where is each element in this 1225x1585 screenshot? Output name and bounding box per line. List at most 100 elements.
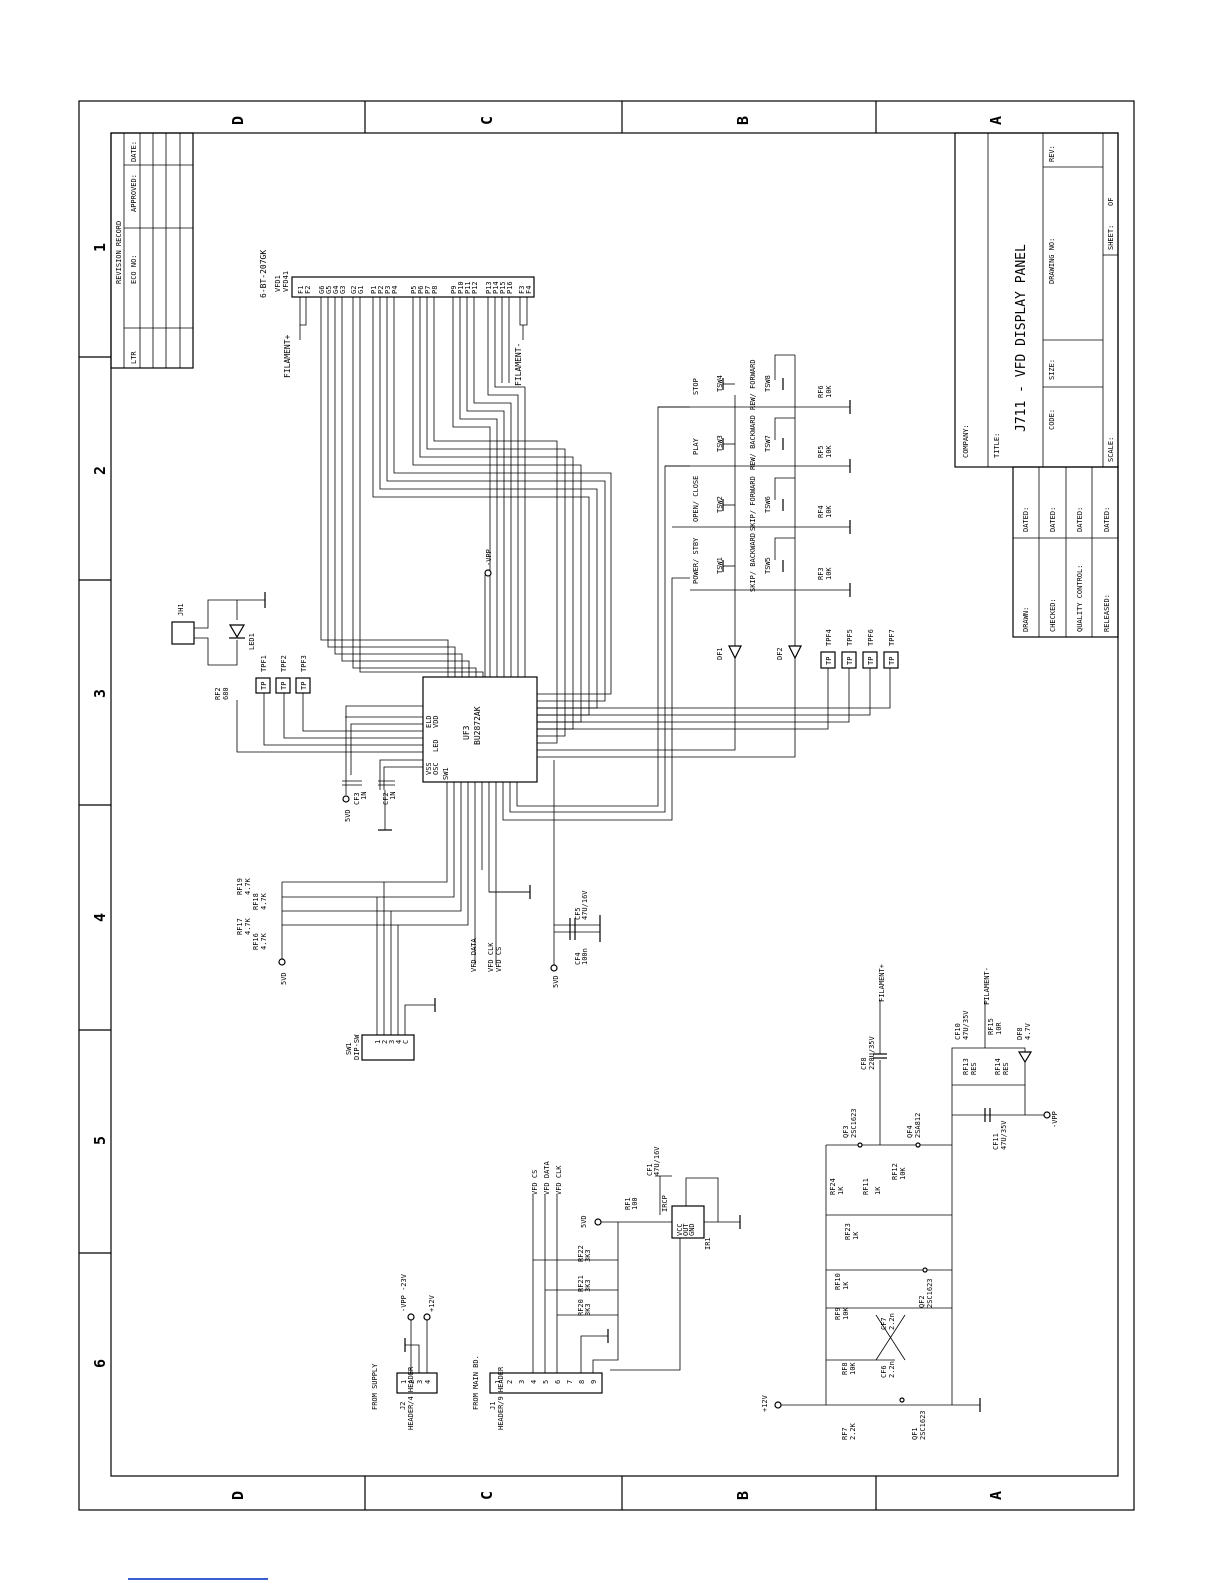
tp-right-1: TPF4	[825, 629, 833, 646]
tp-right-3: TPF6	[867, 629, 875, 646]
tb-dated-4: DATED:	[1103, 507, 1111, 532]
ic-ref: UF3	[462, 725, 471, 740]
j1-pin-5: 5	[542, 1380, 550, 1384]
grid-row-a-bottom: A	[987, 1491, 1005, 1500]
cf11-val: 47U/35V	[1000, 1120, 1008, 1150]
tp-right-3-tag: TP	[867, 657, 875, 665]
rf2-ref: RF2	[214, 687, 222, 700]
rf1-ref: RF1	[624, 1197, 632, 1210]
grid-row-d-top: D	[229, 116, 247, 125]
j1-pin-8: 8	[578, 1380, 586, 1384]
vfd-pin-p16: P16	[506, 281, 514, 294]
j2-label: FROM SUPPLY	[371, 1363, 379, 1410]
footer-link-underline[interactable]	[128, 1578, 268, 1580]
net-vfd-cs: VFD CS	[495, 947, 503, 972]
rf17-val: 4.7K	[244, 917, 252, 935]
vfd-ref2: VFD41	[282, 271, 290, 292]
j1-pin-7: 7	[566, 1380, 574, 1384]
tp-left-1-tag: TP	[260, 682, 268, 690]
grid-col-2: 2	[91, 466, 109, 475]
tp-left-3: TPF3	[300, 655, 308, 672]
grid-col-1: 1	[91, 243, 109, 252]
tp-left-2-tag: TP	[280, 682, 288, 690]
tsw3-label: PLAY	[692, 437, 700, 455]
testpoints-left: TP TPF1 TP TPF2 TP TPF3	[255, 655, 311, 694]
rf6-val: 10K	[825, 385, 833, 398]
net-j1-vfd-cs: VFD CS	[531, 1170, 539, 1195]
tb-rev: REV:	[1048, 145, 1056, 162]
j2-vpp: -VPP -23V	[400, 1273, 408, 1312]
rf8-ref: RF8	[841, 1362, 849, 1375]
vfd-pin-f3: F3	[518, 286, 526, 294]
rf18-ref: RF18	[252, 893, 260, 910]
ic-pin-led: LED	[432, 739, 440, 752]
vfd-pin-p8: P8	[431, 286, 439, 294]
tsw1-icon	[722, 560, 735, 572]
j2-part: HEADER/4 HEADER	[407, 1366, 415, 1430]
grid-row-d-bottom: D	[229, 1491, 247, 1500]
cf3-val: 1N	[360, 792, 368, 800]
df1-diode-icon	[728, 645, 742, 660]
cf3-ref: CF3	[353, 792, 361, 805]
rf5-val: 10K	[825, 445, 833, 458]
qf3-transistor-icon	[857, 1142, 863, 1148]
net-vfd-data: VFD DATA	[470, 937, 478, 972]
vfd-part: 6-BT-207GK	[259, 250, 268, 298]
j1-pin-1: 1	[494, 1380, 502, 1384]
qf4-ref: QF4	[906, 1125, 914, 1138]
inv-filament-plus: FILAMENT+	[878, 964, 886, 1002]
rf7-ref: RF7	[841, 1427, 849, 1440]
ic-pin-vdd: VDD	[432, 715, 440, 728]
ic-uf3: UF3 BU2872AK VDD LED OSC VSS ELD SW1 -VP…	[236, 406, 891, 965]
rf15-ref: RF15	[987, 1018, 995, 1035]
ir-5vd: 5VD	[580, 1215, 588, 1228]
inv-vpp: -VPP	[1051, 1111, 1059, 1128]
tb-qc: QUALITY CONTROL:	[1076, 565, 1084, 632]
vfd-pin-g2: G2	[350, 286, 358, 294]
rf1-val: 100	[631, 1197, 639, 1210]
grid-col-6: 6	[91, 1359, 109, 1368]
tb-of: OF	[1107, 198, 1115, 206]
rf3-val: 10K	[825, 567, 833, 580]
rf16-ref: RF16	[252, 933, 260, 950]
rf11-ref: RF11	[862, 1178, 870, 1195]
cf1-ref: CF1	[646, 1163, 654, 1176]
cf11-ref: CF11	[992, 1133, 1000, 1150]
ir-part: IRCP	[661, 1195, 669, 1212]
vfd-fil-right: FILAMENT-	[514, 343, 523, 386]
tb-title-text: J711 - VFD DISPLAY PANEL	[1014, 244, 1029, 432]
grid-row-a-top: A	[987, 116, 1005, 125]
cf5-ref: CF5	[574, 907, 582, 920]
dip-pin-4: 4	[395, 1040, 403, 1044]
rf19-val: 4.7K	[244, 877, 252, 895]
qf3-part: 2SC1623	[850, 1108, 858, 1138]
vfd-pin-p6: P6	[417, 286, 425, 294]
revision-ltr: LTR	[130, 351, 138, 364]
tsw2-icon	[722, 499, 735, 511]
vfd-pin-f1: F1	[297, 286, 305, 294]
vfd-pin-f2: F2	[304, 286, 312, 294]
rf17-ref: RF17	[236, 918, 244, 935]
ic-caps: CF3 1N CF2 1N 5VD CF5 47U/16V CF4 100n 5…	[342, 780, 601, 988]
tsw3-ref: TSW3	[716, 435, 724, 452]
ir-ref: IR1	[704, 1237, 712, 1250]
j1-pin-4: 4	[530, 1380, 538, 1384]
vfd-pin-g5: G5	[325, 286, 333, 294]
tp-right-4-tag: TP	[888, 657, 896, 665]
vfd-ref: VFD1	[274, 275, 282, 292]
vfd-pin-p15: P15	[499, 281, 507, 294]
ic-vpp-label: -VPP	[485, 549, 493, 566]
rf4-val: 10K	[825, 505, 833, 518]
rf22-ref: RF22	[577, 1245, 585, 1262]
vfd-pin-p12: P12	[471, 281, 479, 294]
ic-part: BU2872AK	[473, 706, 482, 745]
vfd-pin-g4: G4	[332, 286, 340, 294]
qf1-ref: QF1	[911, 1427, 919, 1440]
dip-pin-2: 2	[381, 1040, 389, 1044]
tsw8-ref: TSW8	[764, 375, 772, 392]
grid-row-b-bottom: B	[734, 1491, 752, 1500]
j1-pin-2: 2	[506, 1380, 514, 1384]
rf6-ref: RF6	[817, 385, 825, 398]
j1-pin-9: 9	[590, 1380, 598, 1384]
